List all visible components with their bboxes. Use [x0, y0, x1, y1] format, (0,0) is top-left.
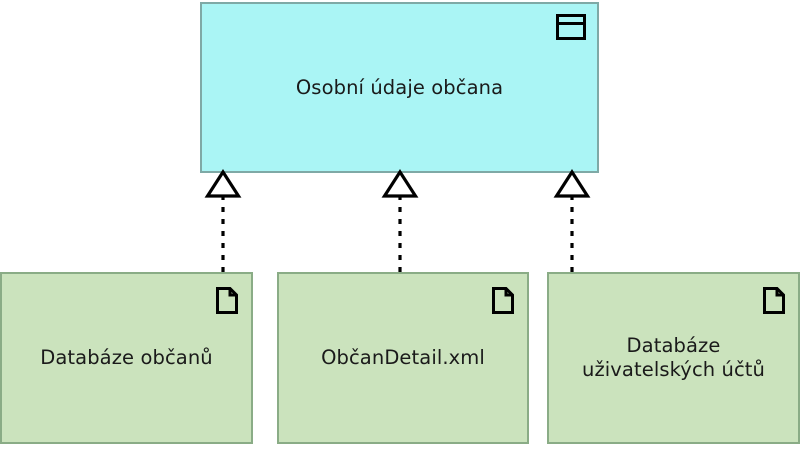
realization-databaze-uzivatelskych-uctu	[553, 169, 591, 272]
hollow-triangle-arrowhead	[553, 169, 591, 198]
document-icon	[763, 287, 785, 314]
artifact-node-label: Databáze uživatelských účtů	[581, 334, 766, 381]
artifact-node-label: Databáze občanů	[40, 346, 213, 370]
artifact-node-label: ObčanDetail.xml	[321, 346, 485, 370]
artifact-node-databaze-uzivatelskych-uctu[interactable]: Databáze uživatelských účtů	[547, 272, 800, 444]
document-icon	[492, 287, 514, 314]
hollow-triangle-arrowhead	[204, 169, 242, 198]
class-entity-icon	[556, 14, 586, 40]
realization-obcandetail-xml	[381, 169, 419, 272]
realization-databaze-obcanu	[204, 169, 242, 272]
interface-node-osobni-udaje-obcana[interactable]: Osobní údaje občana	[200, 2, 599, 173]
artifact-node-obcandetail-xml[interactable]: ObčanDetail.xml	[277, 272, 529, 444]
artifact-node-databaze-obcanu[interactable]: Databáze občanů	[0, 272, 253, 444]
interface-node-label: Osobní údaje občana	[295, 75, 504, 99]
document-icon	[216, 287, 238, 314]
hollow-triangle-arrowhead	[381, 169, 419, 198]
